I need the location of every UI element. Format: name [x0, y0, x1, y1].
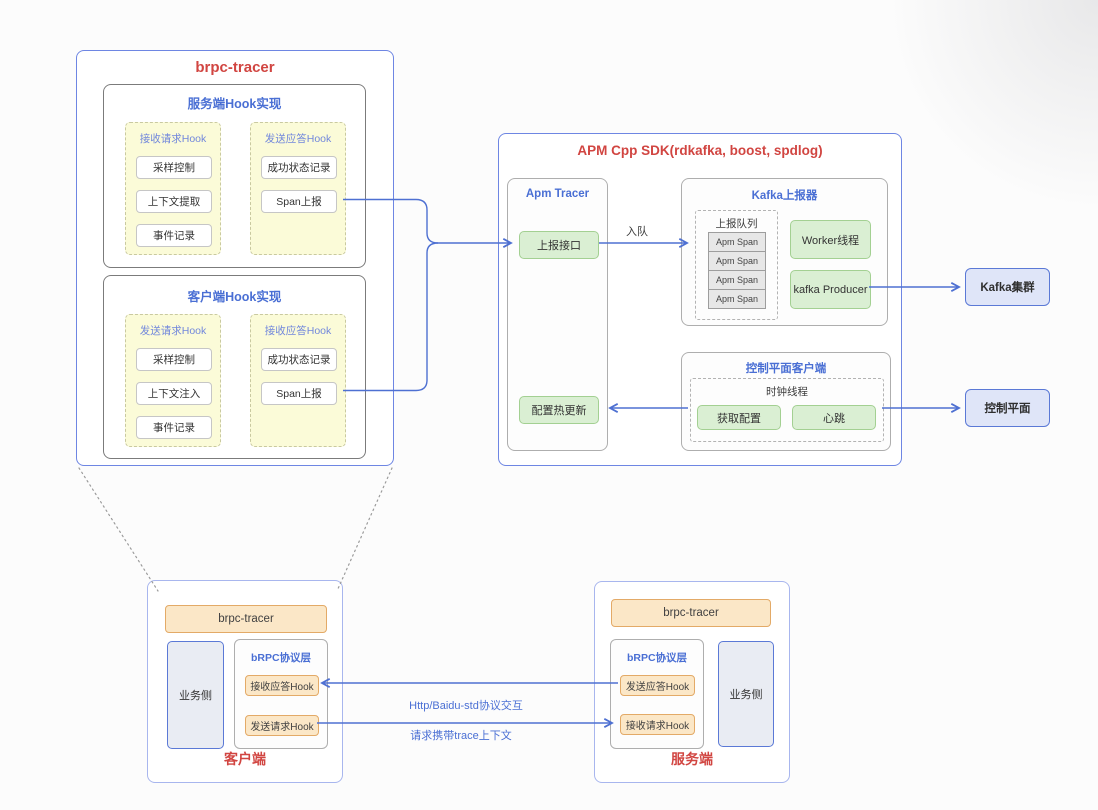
apm-span-cell: Apm Span	[708, 251, 766, 271]
control-plane-box: 控制平面	[965, 389, 1050, 427]
clock-thread-title: 时钟线程	[766, 386, 808, 398]
hook-step: 事件记录	[136, 224, 212, 247]
zoom-guide-left	[78, 467, 159, 592]
server-hook-impl-title: 服务端Hook实现	[187, 97, 282, 111]
server-tracer-bar: brpc-tracer	[611, 599, 771, 627]
worker-thread-box: Worker线程	[790, 220, 871, 259]
server-protocol-box: bRPC协议层 发送应答Hook 接收请求Hook	[610, 639, 704, 749]
hook-step: 上下文注入	[136, 382, 212, 405]
apm-span-cell: Apm Span	[708, 289, 766, 309]
client-receive-response-hook: 接收应答Hook	[245, 675, 319, 696]
apm-span-cell: Apm Span	[708, 232, 766, 252]
hook-step: 事件记录	[136, 416, 212, 439]
fetch-config-box: 获取配置	[697, 405, 781, 430]
kafka-producer-box: kafka Producer	[790, 270, 871, 309]
report-queue-title: 上报队列	[715, 218, 758, 230]
kafka-reporter-title: Kafka上报器	[751, 190, 818, 202]
server-protocol-title: bRPC协议层	[626, 652, 688, 664]
report-api-box: 上报接口	[519, 231, 599, 259]
client-node-box: brpc-tracer 业务侧 bRPC协议层 接收应答Hook 发送请求Hoo…	[147, 580, 343, 783]
hook-group-title: 接收应答Hook	[264, 325, 332, 337]
client-tracer-bar: brpc-tracer	[165, 605, 327, 633]
tracer-overview-title: brpc-tracer	[195, 59, 275, 76]
hook-group-receive-response: 接收应答Hook 成功状态记录 Span上报	[250, 314, 346, 447]
apm-sdk-box: APM Cpp SDK(rdkafka, boost, spdlog) Apm …	[498, 133, 902, 466]
hook-group-receive-request: 接收请求Hook 采样控制 上下文提取 事件记录	[125, 122, 221, 255]
tracer-overview-box: brpc-tracer 服务端Hook实现 接收请求Hook 采样控制 上下文提…	[76, 50, 394, 466]
apm-tracer-title: Apm Tracer	[525, 188, 590, 200]
hook-step: 采样控制	[136, 348, 212, 371]
server-node-label: 服务端	[671, 751, 713, 767]
apm-tracer-box: Apm Tracer 上报接口 配置热更新	[507, 178, 608, 451]
client-hook-impl-title: 客户端Hook实现	[187, 290, 282, 304]
server-send-response-hook: 发送应答Hook	[620, 675, 695, 696]
client-send-request-hook: 发送请求Hook	[245, 715, 319, 736]
hook-step-span-report: Span上报	[261, 190, 337, 213]
server-business-box: 业务侧	[718, 641, 774, 747]
kafka-cluster-box: Kafka集群	[965, 268, 1050, 306]
config-hot-update-box: 配置热更新	[519, 396, 599, 424]
client-business-box: 业务侧	[167, 641, 224, 749]
hook-group-send-response: 发送应答Hook 成功状态记录 Span上报	[250, 122, 346, 255]
client-protocol-title: bRPC协议层	[250, 652, 312, 664]
trace-context-label: 请求携带trace上下文	[410, 730, 512, 742]
hook-step: 成功状态记录	[261, 156, 337, 179]
clock-thread-box: 时钟线程 获取配置 心跳	[690, 378, 884, 442]
hook-group-title: 发送应答Hook	[264, 133, 332, 145]
hook-step-span-report: Span上报	[261, 382, 337, 405]
enqueue-label: 入队	[626, 226, 648, 238]
heartbeat-box: 心跳	[792, 405, 876, 430]
hook-step: 采样控制	[136, 156, 212, 179]
server-receive-request-hook: 接收请求Hook	[620, 714, 695, 735]
zoom-guide-right	[336, 467, 393, 592]
apm-span-cell: Apm Span	[708, 270, 766, 290]
report-queue-box: 上报队列 Apm Span Apm Span Apm Span Apm Span	[695, 210, 778, 320]
server-hook-impl-box: 服务端Hook实现 接收请求Hook 采样控制 上下文提取 事件记录 发送应答H…	[103, 84, 366, 268]
hook-group-title: 发送请求Hook	[139, 325, 207, 337]
hook-step: 上下文提取	[136, 190, 212, 213]
kafka-reporter-box: Kafka上报器 上报队列 Apm Span Apm Span Apm Span…	[681, 178, 888, 326]
server-node-box: brpc-tracer bRPC协议层 发送应答Hook 接收请求Hook 业务…	[594, 581, 790, 783]
control-plane-client-title: 控制平面客户端	[745, 363, 827, 375]
control-plane-client-box: 控制平面客户端 时钟线程 获取配置 心跳	[681, 352, 891, 451]
apm-sdk-title: APM Cpp SDK(rdkafka, boost, spdlog)	[577, 143, 823, 158]
client-protocol-box: bRPC协议层 接收应答Hook 发送请求Hook	[234, 639, 328, 749]
hook-step: 成功状态记录	[261, 348, 337, 371]
client-node-label: 客户端	[224, 751, 266, 767]
hook-group-title: 接收请求Hook	[139, 133, 207, 145]
http-protocol-label: Http/Baidu-std协议交互	[409, 700, 523, 712]
client-hook-impl-box: 客户端Hook实现 发送请求Hook 采样控制 上下文注入 事件记录 接收应答H…	[103, 275, 366, 459]
hook-group-send-request: 发送请求Hook 采样控制 上下文注入 事件记录	[125, 314, 221, 447]
